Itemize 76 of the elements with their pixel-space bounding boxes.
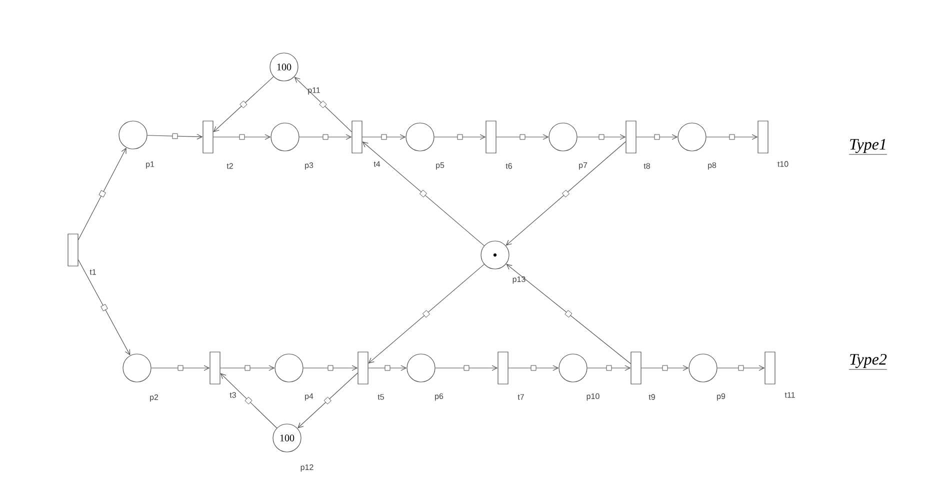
- transition-bar: [626, 120, 636, 154]
- place-circle: [480, 240, 510, 270]
- node-label: t8: [644, 163, 650, 169]
- arc-arrow: [508, 365, 559, 371]
- arc-arrow: [587, 365, 631, 371]
- place-circle: [688, 354, 718, 382]
- transition-bar: [352, 120, 362, 154]
- node-label: p11: [308, 87, 320, 95]
- node-label: t9: [648, 394, 655, 400]
- node-label: p13: [512, 276, 526, 284]
- arc-arrow: [220, 373, 278, 428]
- transition-bar: [68, 234, 78, 266]
- place-circle: [270, 122, 300, 152]
- arc-arrow: [362, 142, 484, 246]
- arc-arrow: [368, 365, 407, 371]
- arc-arrow: [368, 264, 484, 364]
- node-label: t1: [90, 269, 96, 275]
- arc-arrow: [636, 134, 678, 140]
- arc-arrow: [434, 134, 486, 140]
- arc-arrow: [641, 365, 689, 371]
- arc-arrow: [506, 264, 631, 364]
- node-label: p6: [435, 393, 444, 401]
- transition-bar: [486, 120, 496, 154]
- type-label: Type2: [848, 354, 888, 370]
- transition-bar: [630, 352, 642, 384]
- arc-arrow: [496, 134, 549, 140]
- place-circle: [548, 122, 578, 152]
- place-circle: [122, 354, 152, 382]
- node-label: t4: [374, 161, 380, 167]
- type-label: Type1: [848, 139, 888, 155]
- node-label: t10: [778, 161, 788, 167]
- node-label: p12: [300, 464, 314, 472]
- node-label: p5: [436, 162, 444, 170]
- transition-bar: [210, 352, 220, 384]
- place-circle: [406, 354, 436, 382]
- place-circle: [274, 354, 304, 382]
- node-label: t5: [378, 394, 384, 400]
- place-circle: [558, 354, 588, 382]
- node-label: p1: [146, 161, 154, 169]
- node-label: p7: [579, 162, 588, 170]
- transition-bar: [498, 352, 508, 384]
- node-label: p4: [305, 393, 314, 401]
- node-label: t2: [226, 163, 233, 169]
- transition-bar: [202, 120, 214, 154]
- arc-arrow: [220, 365, 275, 371]
- arc-arrow: [299, 134, 352, 140]
- arc-arrow: [303, 365, 358, 371]
- arc-arrow: [298, 372, 358, 428]
- node-label: p9: [717, 393, 726, 401]
- arc-arrow: [213, 134, 271, 140]
- arc-arrow: [717, 365, 765, 371]
- arc-arrow: [151, 365, 210, 371]
- transition-bar: [764, 352, 776, 384]
- node-label: t11: [784, 392, 795, 398]
- node-label: t7: [518, 394, 524, 400]
- node-label: t3: [230, 392, 236, 398]
- transition-bar: [358, 352, 368, 384]
- arc-arrow: [577, 134, 626, 140]
- node-label: p8: [708, 162, 716, 170]
- node-label: t6: [506, 163, 512, 169]
- arc-arrow: [147, 133, 203, 140]
- node-label: p10: [586, 393, 600, 401]
- place-circle: [118, 120, 148, 150]
- place-circle: [406, 122, 434, 152]
- arc-arrow: [294, 76, 352, 132]
- arc-arrow: [362, 134, 406, 140]
- transition-bar: [758, 120, 768, 154]
- arc-arrow: [78, 259, 130, 356]
- place-circle: [678, 122, 706, 152]
- arc-arrow: [213, 76, 274, 132]
- arc-arrow: [435, 365, 498, 371]
- arc-arrow: [506, 141, 626, 246]
- arc-arrow: [78, 148, 126, 240]
- node-label: p3: [305, 162, 314, 170]
- arc-arrow: [706, 134, 758, 140]
- node-label: p2: [150, 394, 158, 402]
